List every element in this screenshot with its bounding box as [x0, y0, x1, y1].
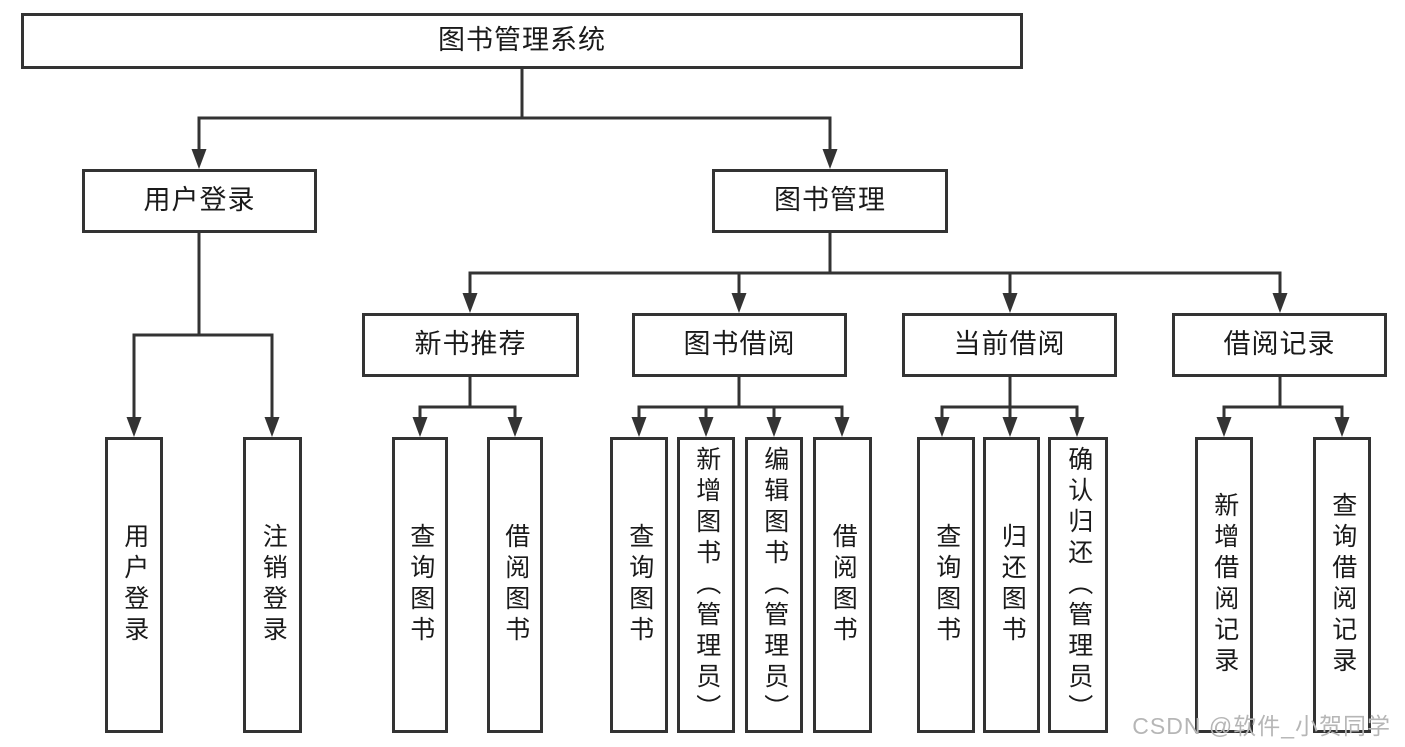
node-book-borrow: 图书借阅 [632, 313, 847, 377]
leaf-cb-return-books: 归还图书 [983, 437, 1040, 733]
leaf-bb-borrow-books-label: 借阅图书 [829, 523, 858, 647]
leaf-bb-add-books-admin: 新增图书（管理员） [677, 437, 735, 733]
node-borrow-records: 借阅记录 [1172, 313, 1387, 377]
leaf-nbr-query-books-label: 查询图书 [406, 523, 435, 647]
leaf-br-query-record-label: 查询借阅记录 [1328, 492, 1357, 678]
node-new-book-recommend: 新书推荐 [362, 313, 579, 377]
leaf-nbr-query-books: 查询图书 [392, 437, 448, 733]
node-root: 图书管理系统 [21, 13, 1023, 69]
csdn-watermark: CSDN @软件_小贺同学 [1132, 713, 1391, 739]
leaf-bb-edit-books-admin-label: 编辑图书（管理员） [760, 445, 789, 725]
leaf-cb-query-books: 查询图书 [917, 437, 975, 733]
leaf-cb-confirm-return-admin: 确认归还（管理员） [1048, 437, 1108, 733]
leaf-nbr-borrow-books-label: 借阅图书 [501, 523, 530, 647]
leaf-logout-label: 注销登录 [259, 523, 288, 647]
node-user-login: 用户登录 [82, 169, 317, 233]
leaf-bb-borrow-books: 借阅图书 [813, 437, 872, 733]
node-borrow-records-label: 借阅记录 [1223, 329, 1336, 360]
leaf-cb-confirm-return-admin-label: 确认归还（管理员） [1064, 445, 1093, 725]
node-current-borrow-label: 当前借阅 [953, 329, 1066, 360]
leaf-nbr-borrow-books: 借阅图书 [487, 437, 543, 733]
node-book-management-label: 图书管理 [774, 185, 886, 216]
node-user-login-label: 用户登录 [143, 185, 256, 216]
node-book-borrow-label: 图书借阅 [683, 329, 796, 360]
leaf-bb-add-books-admin-label: 新增图书（管理员） [692, 445, 721, 725]
node-new-book-recommend-label: 新书推荐 [414, 329, 527, 360]
leaf-br-query-record: 查询借阅记录 [1313, 437, 1371, 733]
leaf-bb-query-books-label: 查询图书 [625, 523, 654, 647]
node-current-borrow: 当前借阅 [902, 313, 1117, 377]
leaf-bb-query-books: 查询图书 [610, 437, 668, 733]
leaf-br-add-record: 新增借阅记录 [1195, 437, 1253, 733]
leaf-user-login-label: 用户登录 [120, 523, 149, 647]
node-book-management: 图书管理 [712, 169, 948, 233]
leaf-logout: 注销登录 [243, 437, 302, 733]
leaf-cb-return-books-label: 归还图书 [998, 523, 1027, 647]
leaf-cb-query-books-label: 查询图书 [932, 523, 961, 647]
leaf-br-add-record-label: 新增借阅记录 [1210, 492, 1239, 678]
leaf-user-login: 用户登录 [105, 437, 163, 733]
node-root-label: 图书管理系统 [438, 25, 606, 56]
leaf-bb-edit-books-admin: 编辑图书（管理员） [745, 437, 803, 733]
